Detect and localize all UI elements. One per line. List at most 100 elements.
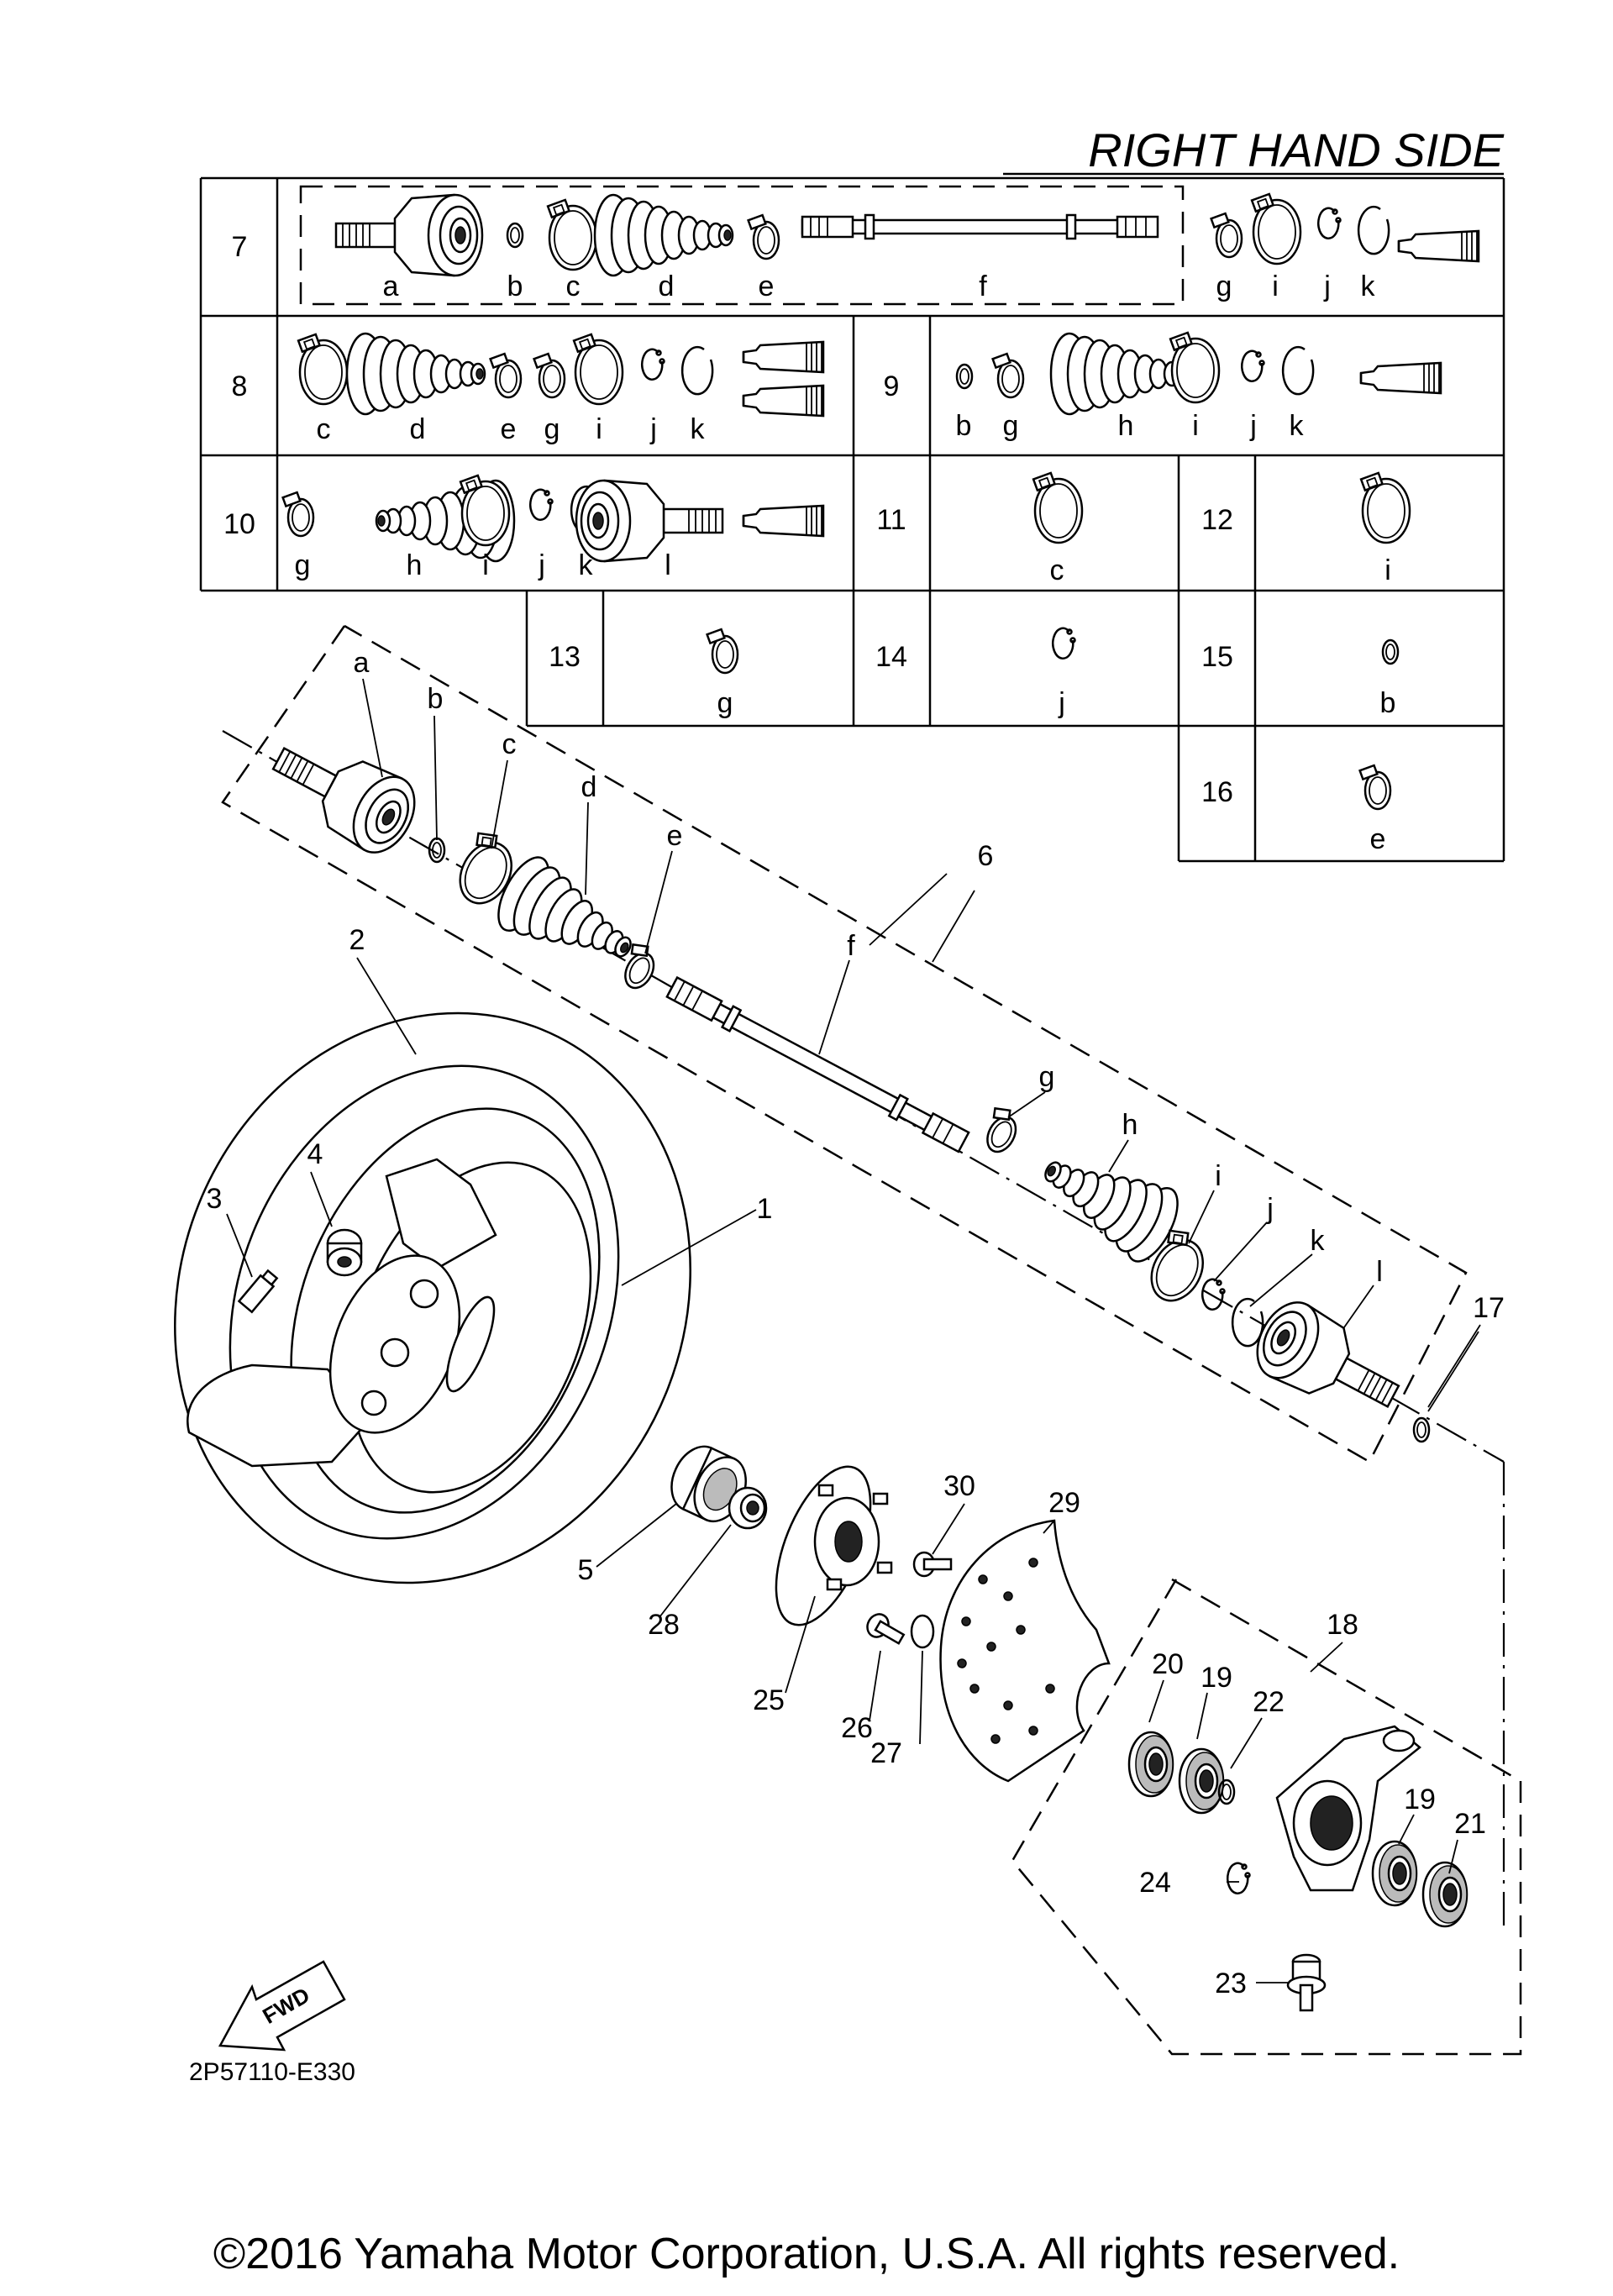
svg-text:h: h [1122,1109,1138,1141]
svg-text:l: l [1376,1256,1383,1288]
svg-text:j: j [649,413,657,445]
svg-text:1: 1 [757,1193,773,1225]
kit-7-letters: a b c d e f g i j k [383,271,1376,302]
hub-components [670,1445,1111,1783]
svg-text:a: a [354,647,370,679]
knuckle-assembly [1011,1578,1522,2056]
svg-text:c: c [502,728,517,760]
svg-text:25: 25 [753,1684,785,1716]
svg-text:b: b [428,683,444,715]
svg-text:26: 26 [841,1712,873,1744]
svg-text:e: e [667,820,683,852]
callout-numbers: 1 2 3 4 5 6 17 18 19 19 20 21 22 23 24 2… [207,840,1505,1999]
svg-text:d: d [581,771,597,803]
svg-text:k: k [1290,410,1305,442]
callout-leaders [226,873,1481,1983]
svg-text:6: 6 [978,840,994,872]
svg-text:j: j [1266,1193,1274,1225]
svg-text:b: b [956,410,972,442]
kit-ref-7: 7 [232,231,248,263]
svg-text:3: 3 [207,1183,223,1215]
driveshaft-exploded [221,624,1505,1932]
svg-text:i: i [482,549,489,581]
svg-text:e: e [759,271,775,302]
svg-text:23: 23 [1215,1968,1247,1999]
kit-7-parts [334,192,1480,277]
svg-text:k: k [1311,1225,1326,1257]
svg-text:17: 17 [1473,1292,1505,1324]
svg-text:b: b [507,271,523,302]
svg-text:j: j [538,549,545,581]
kit-ref-9: 9 [884,370,900,402]
wheel-tire-assembly [174,1011,691,1584]
svg-text:k: k [579,549,594,581]
kit-15-letter: b [1380,687,1396,719]
svg-text:2: 2 [349,924,365,956]
svg-text:e: e [501,413,517,445]
kit-ref-14: 14 [875,641,907,673]
kit-ref-13: 13 [549,641,581,673]
svg-text:k: k [691,413,706,445]
svg-text:i: i [596,413,602,445]
kit-16-letter: e [1370,823,1386,855]
kit-8-letters: c d e g i j k [317,413,706,445]
svg-text:h: h [407,549,423,581]
svg-text:f: f [847,930,855,962]
kit-table [199,176,1505,863]
diagram-code: 2P57110-E330 [189,2058,355,2086]
svg-text:l: l [665,549,671,581]
svg-text:j: j [1323,271,1331,302]
kit-8-parts [297,332,825,418]
kit-ref-16: 16 [1201,776,1233,808]
kit-10-letters: g h i j k l [295,549,671,581]
svg-text:21: 21 [1454,1808,1486,1840]
svg-text:i: i [1215,1160,1222,1192]
svg-text:g: g [544,413,560,445]
svg-text:22: 22 [1253,1686,1285,1718]
svg-text:c: c [566,271,581,302]
svg-text:d: d [659,271,675,302]
svg-text:j: j [1249,410,1257,442]
kit-9-letters: b g h i j k [956,410,1305,442]
svg-text:g: g [1216,271,1232,302]
kit-10-parts [281,474,825,563]
svg-text:d: d [410,413,426,445]
kit-ref-10: 10 [223,508,255,540]
kit-11-letter: c [1050,554,1064,586]
kit-12-letter: i [1384,554,1391,586]
side-label: RIGHT HAND SIDE [1088,123,1504,176]
svg-text:19: 19 [1404,1784,1436,1815]
kit-ref-8: 8 [232,370,248,402]
svg-text:24: 24 [1139,1867,1171,1899]
svg-text:a: a [383,271,399,302]
svg-text:5: 5 [578,1554,594,1586]
shaft-leaders [362,678,1479,1412]
svg-text:k: k [1361,271,1376,302]
svg-text:i: i [1272,271,1279,302]
svg-text:i: i [1192,410,1199,442]
svg-text:27: 27 [870,1737,902,1769]
kit-9-parts [955,331,1442,416]
svg-text:c: c [317,413,331,445]
kit-ref-12: 12 [1201,504,1233,536]
kit-13-letter: g [717,687,733,719]
svg-text:g: g [1003,410,1019,442]
kit-ref-15: 15 [1201,641,1233,673]
svg-text:h: h [1118,410,1134,442]
svg-text:4: 4 [307,1138,323,1170]
svg-text:18: 18 [1327,1609,1358,1641]
copyright-notice: ©2016 Yamaha Motor Corporation, U.S.A. A… [213,2230,1400,2278]
kit-14-letter: j [1058,687,1065,719]
kit-ref-11: 11 [876,504,906,536]
svg-text:19: 19 [1201,1662,1232,1694]
svg-text:30: 30 [943,1470,975,1502]
svg-text:g: g [295,549,311,581]
svg-text:28: 28 [648,1609,680,1641]
shaft-letters: a b c d e f g h i j k l [354,647,1383,1288]
svg-text:f: f [979,271,987,302]
svg-text:29: 29 [1048,1487,1080,1519]
fwd-arrow-icon: FWD [218,1960,346,2052]
valve-nut-parts [237,1228,363,1314]
svg-text:g: g [1039,1061,1055,1093]
